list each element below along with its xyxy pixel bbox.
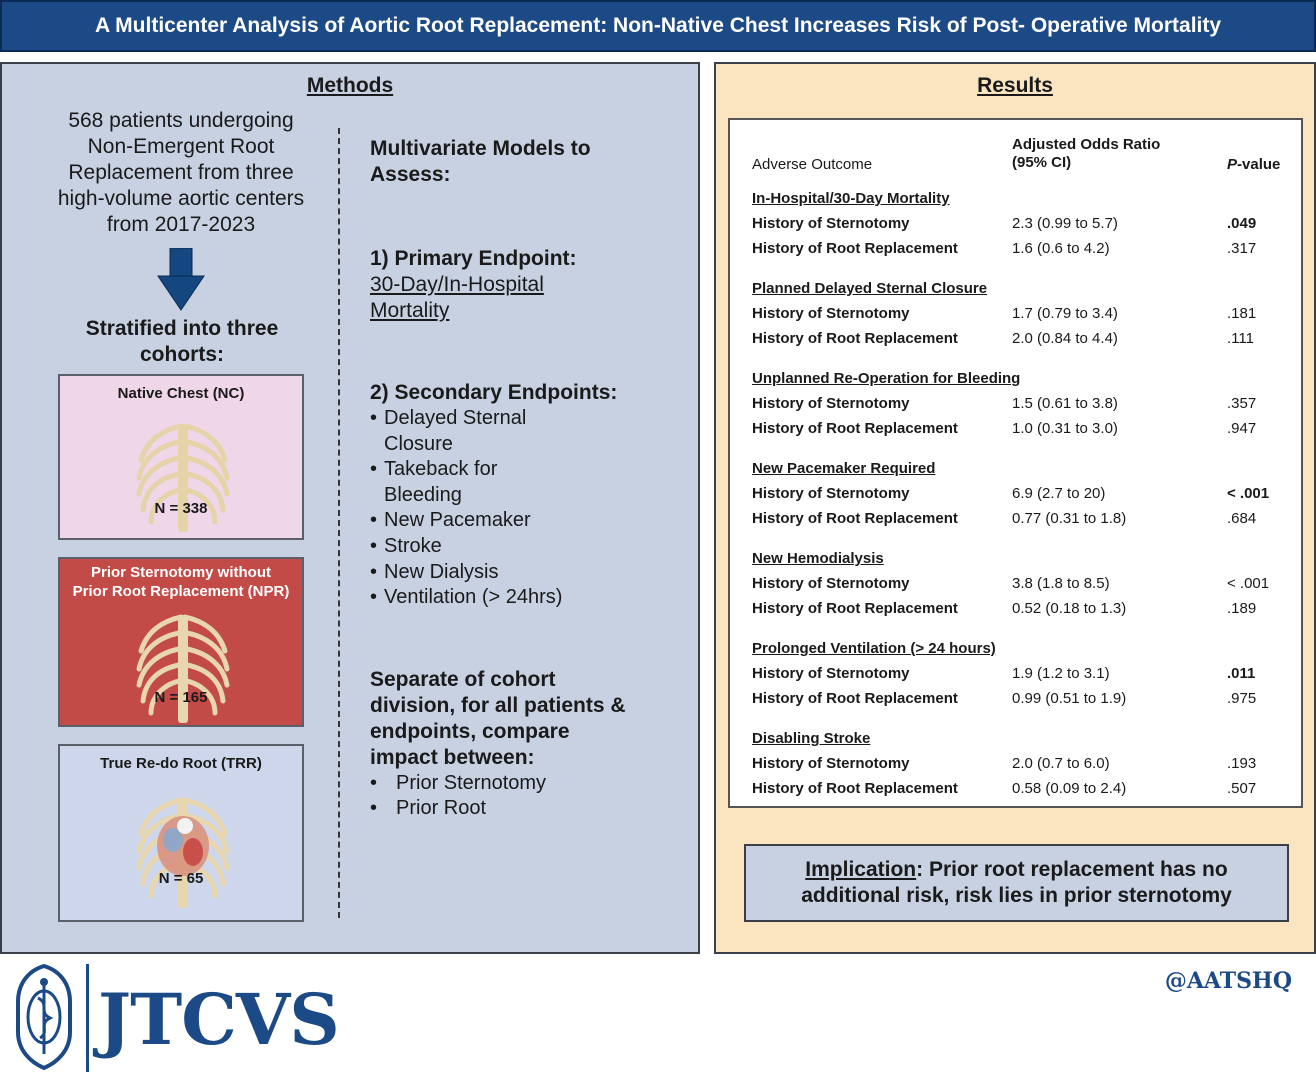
implication-box: Implication: Prior root replacement has … (744, 844, 1289, 922)
table-row: History of Root Replacement 0.77 (0.31 t… (752, 510, 1257, 527)
implication-label: Implication (805, 858, 917, 881)
list-item: •New Pacemaker (370, 509, 531, 532)
outcome-group: Prolonged Ventilation (> 24 hours) Histo… (752, 636, 1292, 711)
cohort-title: True Re-do Root (TRR) (100, 755, 262, 772)
logo-text: JTCVS (98, 978, 340, 1061)
methods-panel: Methods 568 patients undergoing Non-Emer… (0, 62, 700, 954)
cohort-count: N = 338 (154, 500, 208, 517)
list-item: •New Dialysis (370, 560, 499, 583)
cohort-count: N = 165 (154, 689, 208, 706)
cohort-true-redo-root: True Re-do Root (TRR) N = 65 (58, 744, 304, 922)
patients-description: 568 patients undergoing Non-Emergent Roo… (57, 109, 305, 236)
ribcage-icon (136, 423, 230, 532)
list-item: •Ventilation (> 24hrs) (370, 586, 563, 609)
table-row: History of Root Replacement 0.99 (0.51 t… (752, 690, 1257, 707)
col-header-odds-ratio: Adjusted Odds Ratio (95% CI) (1012, 136, 1161, 171)
table-row: History of Sternotomy 6.9 (2.7 to 20) < … (752, 485, 1270, 502)
group-title: In-Hospital/30-Day Mortality (752, 190, 950, 207)
primary-endpoint-value: 30-Day/In-Hospital Mortality (370, 273, 544, 322)
ribcage-icon (136, 614, 230, 723)
models-heading: Multivariate Models to Assess: (370, 137, 591, 186)
table-row: History of Root Replacement 0.58 (0.09 t… (752, 780, 1257, 797)
table-row: History of Sternotomy 2.0 (0.7 to 6.0) .… (752, 755, 1257, 772)
group-title: Unplanned Re-Operation for Bleeding (752, 370, 1021, 387)
methods-heading: Methods (306, 74, 394, 97)
cohort-count: N = 65 (158, 870, 204, 887)
outcome-group: Disabling Stroke History of Sternotomy 2… (752, 726, 1292, 801)
results-heading: Results (977, 74, 1053, 97)
group-title: Planned Delayed Sternal Closure (752, 280, 988, 297)
outcome-group: New Pacemaker Required History of Sterno… (752, 456, 1292, 531)
table-row: History of Root Replacement 0.52 (0.18 t… (752, 600, 1257, 617)
table-row: History of Sternotomy 1.5 (0.61 to 3.8) … (752, 395, 1257, 412)
outcome-group: Unplanned Re-Operation for Bleeding Hist… (752, 366, 1292, 441)
cohort-native-chest: Native Chest (NC) N = 338 (58, 374, 304, 540)
group-title: Disabling Stroke (752, 730, 871, 747)
results-panel: Results Adverse Outcome Adjusted Odds Ra… (714, 62, 1316, 954)
stratified-label: Stratified into three cohorts: (85, 317, 279, 366)
list-item: •Prior Root (370, 797, 487, 820)
ribcage-heart-icon (136, 797, 230, 908)
group-title: New Pacemaker Required (752, 460, 936, 477)
methods-divider (338, 128, 340, 918)
group-title: New Hemodialysis (752, 550, 884, 567)
comparison-list: •Prior Sternotomy •Prior Root (370, 771, 690, 822)
logo-divider (86, 964, 89, 1072)
table-row: History of Sternotomy 3.8 (1.8 to 8.5) <… (752, 575, 1270, 592)
cohort-title: Native Chest (NC) (117, 385, 245, 402)
table-row: History of Root Replacement 2.0 (0.84 to… (752, 330, 1254, 347)
results-table-body: In-Hospital/30-Day Mortality History of … (752, 186, 1292, 816)
results-table: Adverse Outcome Adjusted Odds Ratio (95%… (728, 118, 1303, 808)
outcome-group: In-Hospital/30-Day Mortality History of … (752, 186, 1292, 261)
methods-models: Multivariate Models to Assess: 1) Primar… (370, 136, 690, 822)
social-handle[interactable]: @AATSHQ (1164, 968, 1292, 994)
primary-endpoint-label: 1) Primary Endpoint: (370, 247, 577, 270)
jtcvs-logo: JTCVS (10, 962, 340, 1077)
list-item: •Stroke (370, 534, 442, 557)
cohort-title: Prior Sternotomy without Prior Root Repl… (72, 564, 290, 600)
table-row: History of Root Replacement 1.0 (0.31 to… (752, 420, 1257, 437)
secondary-endpoints-label: 2) Secondary Endpoints: (370, 381, 618, 404)
table-row: History of Root Replacement 1.6 (0.6 to … (752, 240, 1257, 257)
cohort-prior-sternotomy: Prior Sternotomy without Prior Root Repl… (58, 557, 304, 727)
outcome-group: Planned Delayed Sternal Closure History … (752, 276, 1292, 351)
down-arrow-icon (157, 248, 205, 311)
list-item: •Prior Sternotomy (370, 771, 547, 794)
outcome-group: New Hemodialysis History of Sternotomy 3… (752, 546, 1292, 621)
group-title: Prolonged Ventilation (> 24 hours) (752, 640, 996, 657)
comparison-description: Separate of cohort division, for all pat… (370, 667, 626, 769)
table-row: History of Sternotomy 2.3 (0.99 to 5.7) … (752, 215, 1257, 232)
table-row: History of Sternotomy 1.7 (0.79 to 3.4) … (752, 305, 1257, 322)
implication-text: : Prior root replacement has no addition… (801, 858, 1232, 907)
caduceus-seal-icon (16, 963, 72, 1071)
col-header-outcome: Adverse Outcome (752, 156, 873, 173)
table-row: History of Sternotomy 1.9 (1.2 to 3.1) .… (752, 665, 1256, 682)
page-title: A Multicenter Analysis of Aortic Root Re… (0, 0, 1316, 52)
col-header-p-value: P-value (1227, 156, 1281, 173)
